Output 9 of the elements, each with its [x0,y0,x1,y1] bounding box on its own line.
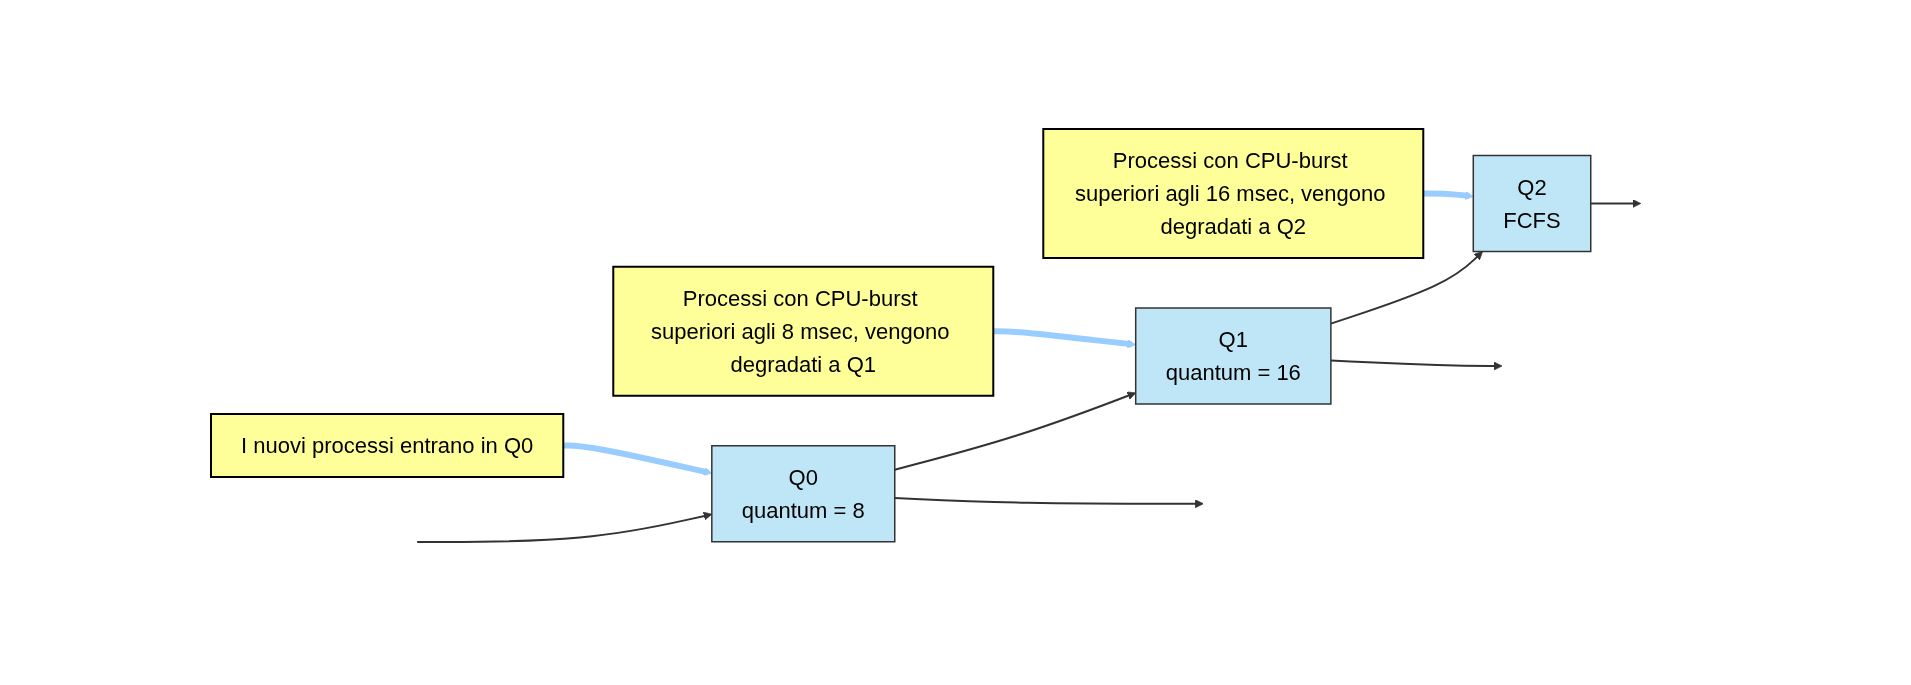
note-box: Processi con CPU-burst superiori agli 16 msec, vengono degradati a Q2 [1041,127,1424,259]
arrow [992,327,1136,348]
arrow [562,442,712,476]
note-box: I nuovi processi entrano in Q0 [209,412,564,478]
queue-box: Q2 FCFS [1472,154,1592,252]
arrow [415,511,712,543]
queue-box: Q1 quantum = 16 [1134,306,1332,405]
note-box: Processi con CPU-burst superiori agli 8 msec, vengono degradati a Q1 [611,265,994,397]
queue-box: Q0 quantum = 8 [710,444,896,542]
